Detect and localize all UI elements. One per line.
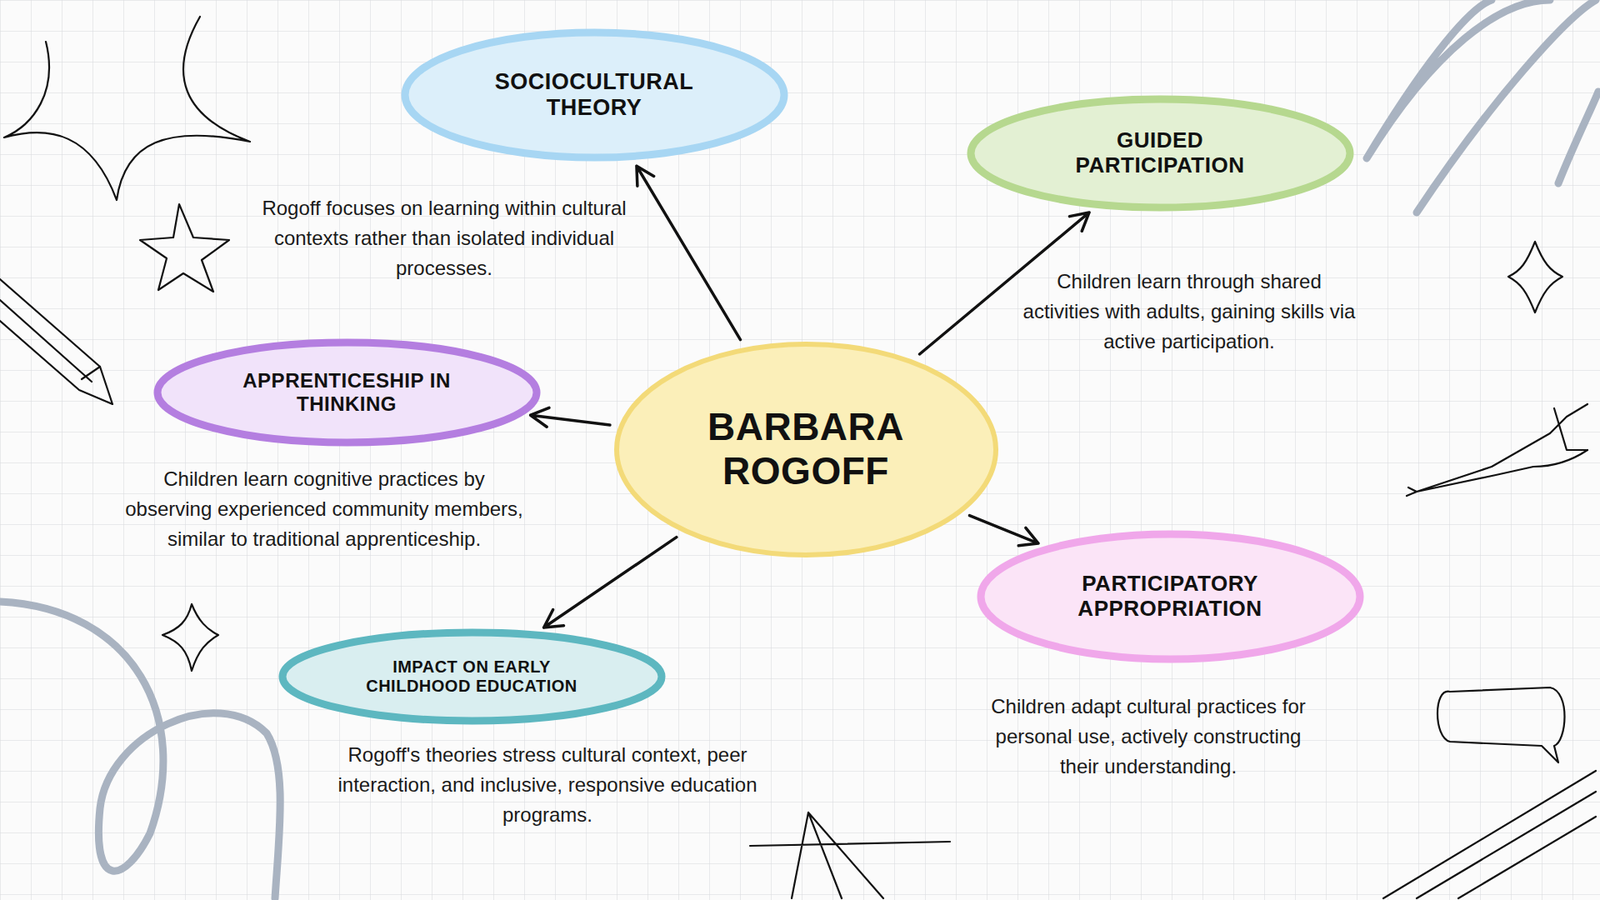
arrow-connector xyxy=(530,407,610,427)
ellipse xyxy=(405,32,785,158)
big-star-doodle xyxy=(4,16,250,200)
topic-heading: SOCIOCULTURAL THEORY xyxy=(469,69,720,121)
topic-heading: IMPACT ON EARLY CHILDHOOD EDUCATION xyxy=(346,657,597,696)
topic-description: Children learn through shared activities… xyxy=(1022,266,1356,357)
topic-ellipse: IMPACT ON EARLY CHILDHOOD EDUCATIONRogof… xyxy=(278,628,666,725)
ellipse xyxy=(970,99,1350,208)
ellipse xyxy=(282,632,662,721)
cuff xyxy=(1554,408,1588,450)
topic-heading: APPRENTICESHIP IN THINKING xyxy=(221,369,472,415)
topic-description: Rogoff's theories stress cultural contex… xyxy=(314,740,781,830)
ellipse xyxy=(616,344,996,555)
scribble-lines xyxy=(1383,770,1596,899)
grey-scribble xyxy=(1366,0,1599,213)
pencil-line xyxy=(0,300,100,382)
ellipse xyxy=(980,534,1360,660)
speech-bubble xyxy=(1437,687,1565,763)
topic-ellipse: GUIDED PARTICIPATIONChildren learn throu… xyxy=(966,95,1355,212)
arrow-connector xyxy=(636,165,741,340)
topic-ellipse: BARBARA ROGOFF xyxy=(612,340,1000,560)
ellipse xyxy=(157,342,537,443)
topic-description: Children learn cognitive practices by ob… xyxy=(124,464,525,555)
topic-ellipse: APPRENTICESHIP IN THINKINGChildren learn… xyxy=(153,338,541,447)
pointing-hand xyxy=(1416,404,1588,492)
topic-description: Children adapt cultural practices for pe… xyxy=(990,691,1307,782)
topic-heading: PARTICIPATORY APPROPRIATION xyxy=(1045,571,1295,622)
star-doodle xyxy=(140,204,230,292)
hand-mark xyxy=(1406,487,1417,496)
pencil-doodle xyxy=(0,279,113,405)
topic-ellipse: PARTICIPATORY APPROPRIATIONChildren adap… xyxy=(976,530,1365,664)
grey-loop xyxy=(0,601,280,899)
diamond-doodle xyxy=(162,604,219,671)
topic-heading: GUIDED PARTICIPATION xyxy=(1035,128,1285,179)
arrow-connector xyxy=(969,515,1039,546)
arrow-connector xyxy=(544,537,677,628)
topic-heading: BARBARA ROGOFF xyxy=(680,405,931,494)
topic-description: Rogoff focuses on learning within cultur… xyxy=(248,193,640,284)
topic-ellipse: SOCIOCULTURAL THEORYRogoff focuses on le… xyxy=(400,28,789,162)
star-lines xyxy=(750,812,950,899)
diamond-doodle xyxy=(1508,241,1563,313)
